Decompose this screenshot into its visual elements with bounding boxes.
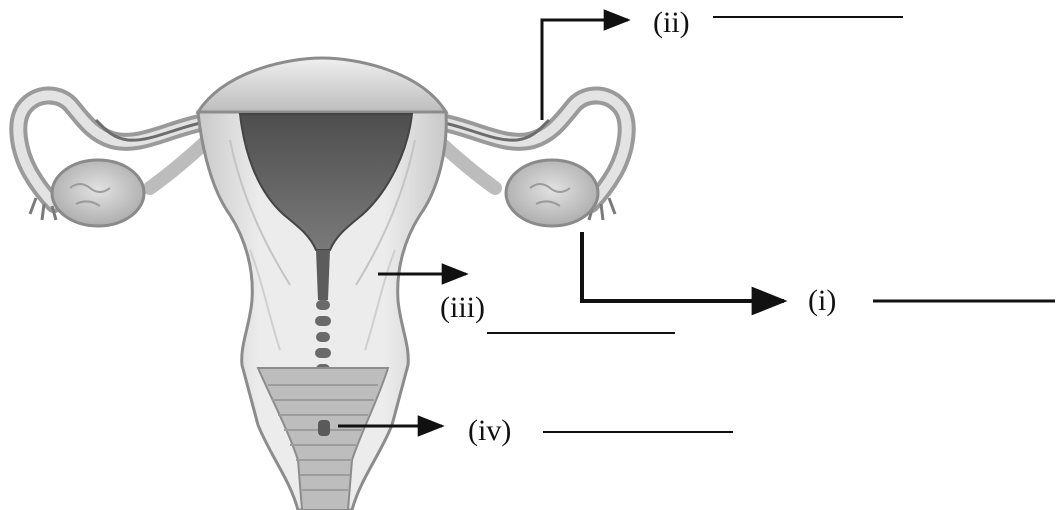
right-ovary <box>506 160 598 226</box>
label-i: (i) <box>808 284 836 317</box>
label-iv: (iv) <box>468 414 511 447</box>
pointer-arrow-i <box>582 232 784 301</box>
left-ovary <box>52 160 144 226</box>
label-ii: (ii) <box>653 6 690 39</box>
label-iii: (iii) <box>440 291 485 324</box>
